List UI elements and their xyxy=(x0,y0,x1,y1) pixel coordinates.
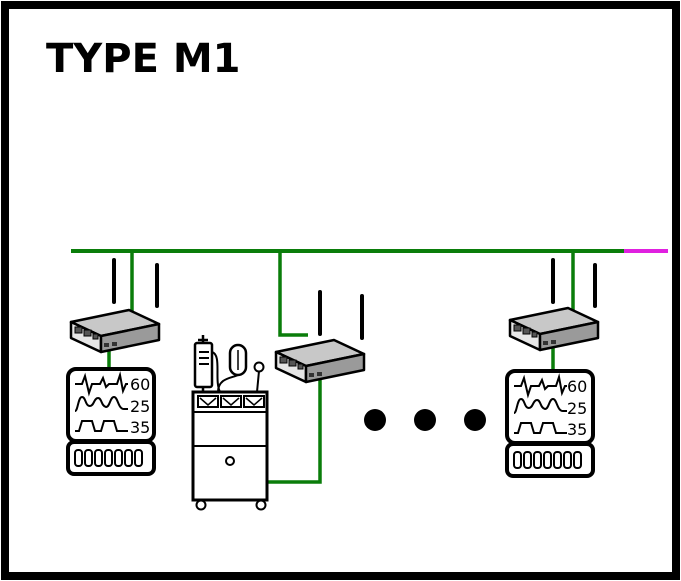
router-center xyxy=(274,290,366,384)
vital-value-1: 60 xyxy=(567,377,587,396)
vital-value-2: 25 xyxy=(130,397,150,416)
patient-monitor-left: 60 25 35 xyxy=(66,367,156,443)
vital-value-2: 25 xyxy=(567,399,587,418)
vital-value-3: 35 xyxy=(567,420,587,439)
router-cart-link xyxy=(268,380,322,484)
router-right xyxy=(508,258,600,352)
diagram-title: TYPE M1 xyxy=(46,36,240,82)
keypad-icon xyxy=(66,440,156,476)
medical-cart-icon xyxy=(191,335,269,511)
patient-monitor-right: 60 25 35 xyxy=(505,369,595,445)
router-left xyxy=(69,258,161,354)
vital-value-1: 60 xyxy=(130,375,150,394)
vital-value-3: 35 xyxy=(130,418,150,437)
ellipsis-dots-icon xyxy=(364,409,486,431)
keypad-icon xyxy=(505,442,595,478)
bus-drop-center xyxy=(278,251,308,337)
